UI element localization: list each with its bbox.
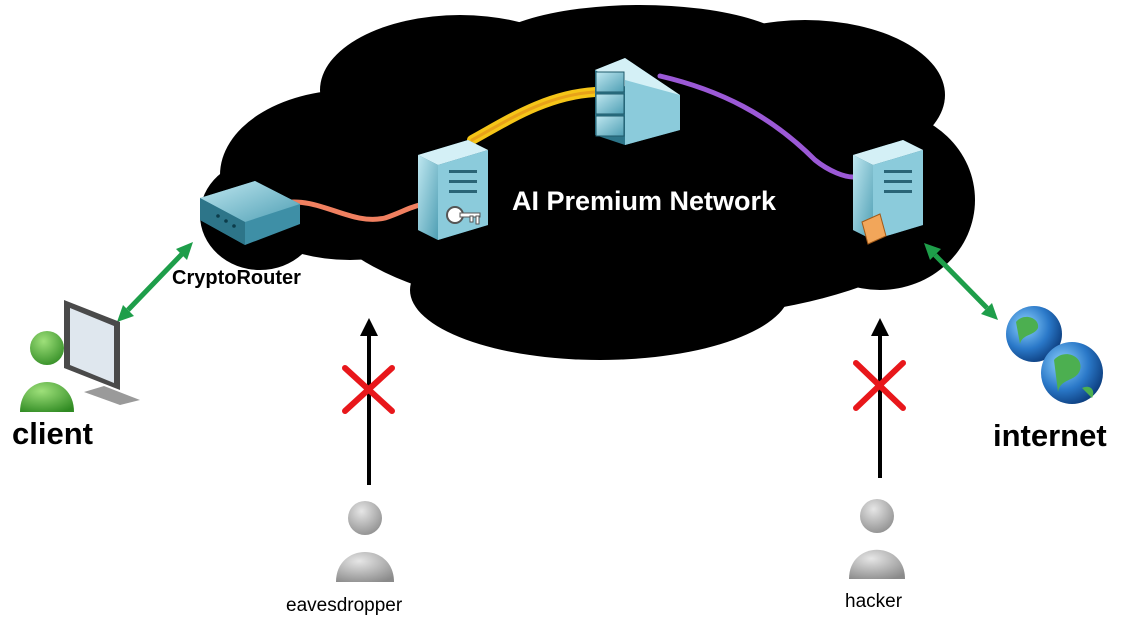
x-mark-icon: [853, 360, 906, 411]
hacker-label: hacker: [845, 591, 903, 612]
internet-label: internet: [993, 418, 1107, 453]
internet-access-arrow: [924, 243, 998, 320]
link-router-server: [279, 199, 423, 222]
user-computer-icon: [20, 300, 140, 412]
globe-icon: [1006, 306, 1103, 404]
link-server-firewall-edge: [470, 90, 597, 142]
server-gateway-icon: [853, 140, 923, 245]
firewall-icon: [595, 58, 680, 145]
user-icon: [336, 501, 394, 582]
router-icon: [200, 181, 300, 245]
x-mark-icon: [342, 365, 395, 414]
user-icon: [849, 499, 905, 579]
eavesdropper-attack-arrow: [360, 318, 378, 485]
hacker-attack-arrow: [871, 318, 889, 478]
router-label: CryptoRouter: [172, 267, 301, 289]
network-cloud: [200, 5, 975, 360]
client-access-arrow: [117, 242, 193, 322]
client-label: client: [12, 416, 93, 451]
server-key-icon: [418, 140, 488, 240]
eavesdropper-label: eavesdropper: [286, 595, 403, 616]
link-firewall-gateway: [657, 73, 856, 180]
network-title: AI Premium Network: [512, 186, 777, 216]
